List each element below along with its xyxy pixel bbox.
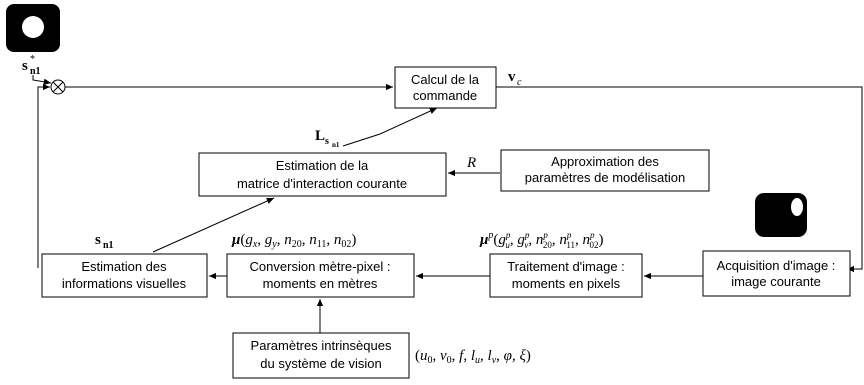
conversion-line2: moments en mètres [263, 276, 378, 291]
estimation-matrix-box: Estimation de la matrice d'interaction c… [198, 152, 447, 197]
current-image-icon [755, 193, 807, 237]
current-features-label: s n1 [95, 232, 114, 251]
command-line2: commande [413, 88, 477, 103]
image-processing-box: Traitement d'image : moments en pixels [489, 253, 643, 298]
s-star-sub: n1 [30, 66, 41, 77]
acquisition-box: Acquisition d'image : image courante [702, 250, 851, 297]
intrinsic-line1: Paramètres intrinsèques [251, 338, 392, 353]
image-processing-line1: Traitement d'image : [507, 259, 625, 274]
acquisition-line1: Acquisition d'image : [717, 258, 836, 273]
R-label: R [466, 155, 476, 171]
intrinsic-params-label: (u0, v0, f, lu, lv, φ, ξ) [415, 348, 531, 366]
estimation-info-line1: Estimation des [81, 259, 167, 274]
svg-text:*: * [30, 54, 35, 65]
svg-text:(u0, v0, f, lu, lv, φ, ξ): (u0, v0, f, lu, lv, φ, ξ) [415, 348, 531, 366]
s-n1-sub: n1 [103, 240, 114, 251]
svg-text:L: L [315, 128, 325, 144]
image-processing-line2: moments en pixels [512, 276, 621, 291]
approximation-line1: Approximation des [551, 154, 659, 169]
vc-sub: c [517, 77, 522, 88]
svg-text:s: s [22, 58, 28, 74]
conversion-box: Conversion mètre-pixel : moments en mètr… [226, 253, 415, 298]
estimation-matrix-line2: matrice d'interaction courante [237, 176, 407, 191]
desired-features-label: s * n1 [22, 54, 41, 77]
command-output-arrow [496, 86, 863, 273]
feedback-arrow [37, 83, 50, 268]
interaction-matrix-label: L s n1 [315, 128, 340, 149]
estimation-matrix-line1: Estimation de la [276, 158, 369, 173]
svg-text:s: s [325, 136, 329, 147]
intrinsic-line2: du système de vision [260, 356, 381, 371]
desired-to-comparator-arrow [32, 75, 52, 85]
acquisition-line2: image courante [731, 274, 821, 289]
approximation-line2: paramètres de modélisation [525, 170, 685, 185]
svg-text:s: s [95, 232, 101, 248]
intrinsic-box: Paramètres intrinsèques du système de vi… [232, 332, 410, 379]
velocity-label: v c [508, 69, 522, 88]
comparator-icon [50, 79, 66, 95]
conversion-line1: Conversion mètre-pixel : [250, 259, 391, 274]
svg-text:μ(gx, gy, n20, n11, n02): μ(gx, gy, n20, n11, n02) [231, 232, 356, 250]
svg-text:n1: n1 [332, 141, 340, 149]
mu-label: μ(gx, gy, n20, n11, n02) [231, 232, 356, 250]
estimation-info-box: Estimation des informations visuelles [41, 253, 208, 298]
desired-image-icon [6, 4, 60, 52]
approximation-box: Approximation des paramètres de modélisa… [500, 149, 710, 192]
command-line1: Calcul de la [411, 72, 480, 87]
command-box: Calcul de la commande [394, 66, 497, 109]
estimation-info-line2: informations visuelles [62, 276, 187, 291]
svg-text:v: v [508, 69, 516, 85]
features-to-matrix-arrow [152, 197, 275, 253]
matrix-arrow [342, 107, 438, 147]
